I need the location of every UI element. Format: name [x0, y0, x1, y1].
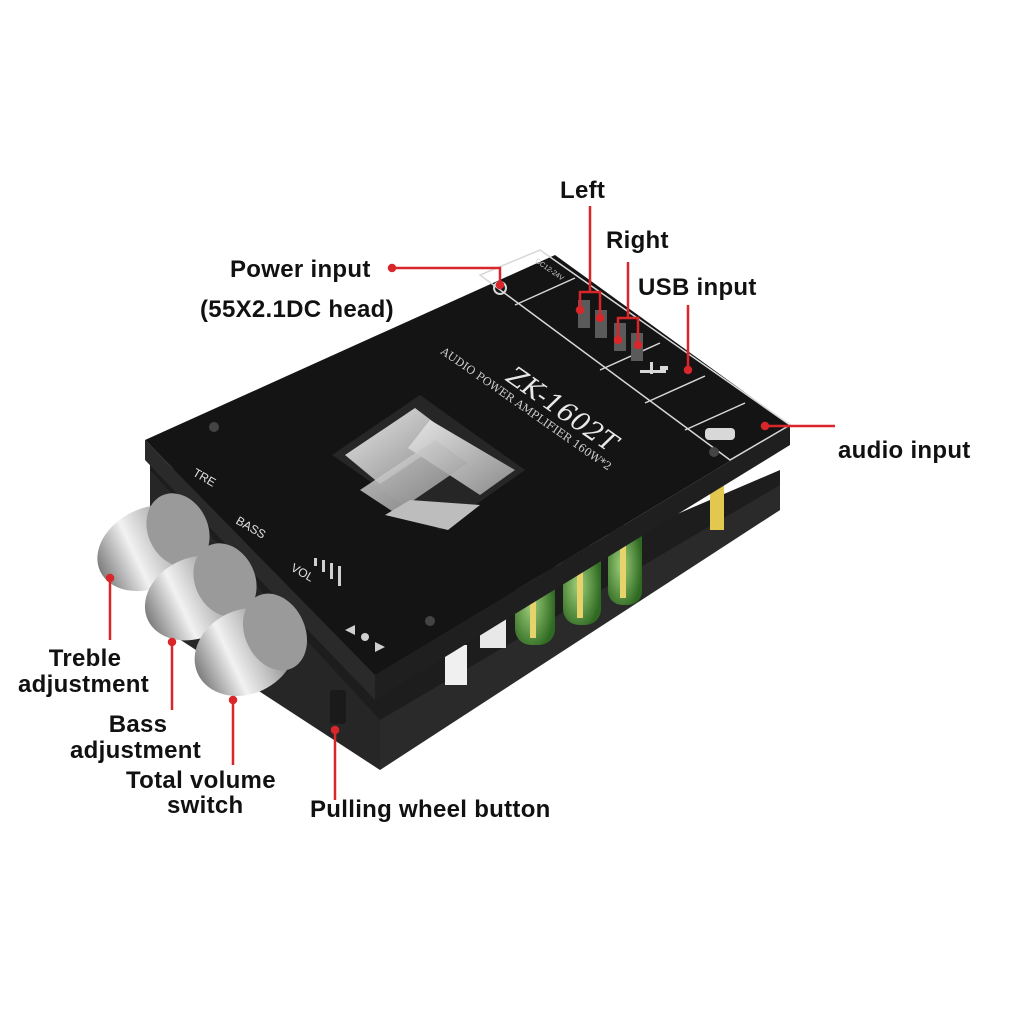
- usb-input-label: USB input: [638, 274, 757, 301]
- audio-input-label: audio input: [838, 437, 971, 464]
- volume-switch-label-2: switch: [167, 792, 244, 819]
- treble-adjustment-label-1: Treble: [48, 645, 122, 672]
- left-channel-label: Left: [560, 177, 606, 204]
- top-panel: ZK-1602T AUDIO POWER AMPLIFIER 160W*2 DC…: [145, 249, 792, 700]
- bass-adjustment-label-2: adjustment: [70, 737, 202, 764]
- volume-level-icon: [314, 558, 341, 586]
- screw-icon: [425, 616, 435, 626]
- usb-icon: [640, 362, 668, 374]
- right-channel-label: Right: [606, 227, 669, 254]
- playback-icon: [345, 625, 385, 652]
- treble-adjustment-label-2: adjustment: [18, 671, 150, 698]
- screw-icon: [209, 422, 219, 432]
- pulling-wheel-button[interactable]: [330, 690, 346, 724]
- fan-grille: [332, 395, 525, 530]
- screw-icon: [709, 447, 719, 457]
- volume-switch-label-1: Total volume: [126, 767, 276, 794]
- power-input-spec-label: (55X2.1DC head): [200, 296, 394, 323]
- callout-lines: [105, 206, 835, 800]
- power-input-label: Power input: [230, 256, 371, 283]
- pulling-wheel-label: Pulling wheel button: [310, 796, 551, 823]
- volume-knob[interactable]: [180, 583, 319, 712]
- audio-jack-icon: [705, 428, 735, 440]
- bass-adjustment-label-1: Bass: [108, 711, 168, 738]
